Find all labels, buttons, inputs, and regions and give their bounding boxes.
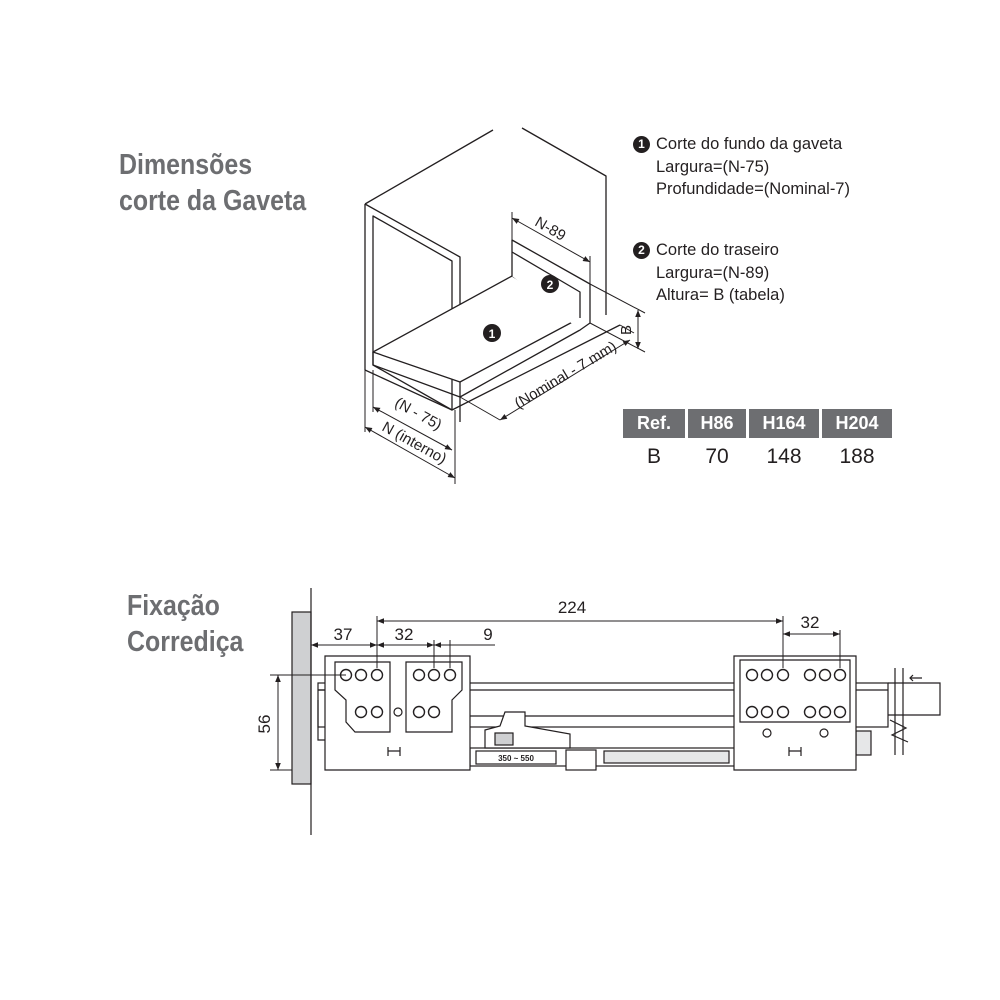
screw-hole	[427, 668, 441, 682]
dim-label-56: 56	[255, 715, 274, 734]
table-header: Ref.	[623, 409, 685, 438]
screw-hole	[427, 705, 441, 719]
mount-hole	[393, 707, 403, 717]
lock-block	[565, 749, 597, 771]
table-cell: 188	[839, 445, 875, 468]
dim-label-nominal: (Nominal - 7 mm)	[512, 338, 620, 412]
cabinet-top-right-edge	[521, 127, 607, 315]
cabinet-top-left-edge	[364, 129, 494, 205]
mounting-holes	[339, 668, 847, 719]
screw-hole	[745, 705, 759, 719]
screw-hole	[760, 668, 774, 682]
drawing-dimensions	[364, 212, 646, 484]
dim-label-9: 9	[483, 625, 492, 644]
screw-hole	[443, 668, 457, 682]
screw-hole	[370, 668, 384, 682]
screw-hole	[818, 668, 832, 682]
note-line: Largura=(N-75)	[656, 157, 770, 176]
table-cell: B	[646, 445, 661, 468]
screw-hole	[803, 705, 817, 719]
note-line: Profundidade=(Nominal-7)	[656, 180, 850, 198]
note-line: Altura= B (tabela)	[656, 286, 785, 304]
table-header: H204	[822, 409, 892, 438]
dim-label-32a: 32	[395, 625, 414, 644]
lower-track-insert	[603, 750, 730, 764]
screw-hole	[412, 668, 426, 682]
height-reference-table: Ref. H86 H164 H204 B 70 148 188	[620, 409, 895, 474]
title-line: Dimensões	[119, 149, 253, 181]
dim-label-224: 224	[558, 598, 586, 617]
bracket-left-tab	[317, 689, 325, 741]
logo-mark-icon	[387, 747, 401, 756]
screw-hole	[370, 705, 384, 719]
screw-hole	[818, 705, 832, 719]
dim-label-b: B	[618, 325, 635, 335]
screw-hole	[760, 705, 774, 719]
nominal-dim-line	[499, 339, 631, 421]
mechanism-part	[494, 732, 514, 746]
screw-hole	[354, 668, 368, 682]
nominal-ext	[459, 396, 501, 421]
drawer-back-edge	[511, 251, 581, 318]
marker-2-label: 2	[547, 278, 554, 292]
table-header: H86	[688, 409, 746, 438]
table-header-row: Ref. H86 H164 H204	[623, 409, 892, 438]
screw-hole	[776, 668, 790, 682]
break-mark	[894, 668, 904, 755]
note-line: Largura=(N-89)	[656, 263, 770, 282]
cabinet-inner-panel	[372, 215, 453, 411]
n89-dim-line	[511, 217, 591, 263]
slide-size-label: 350 ~ 550	[498, 754, 534, 763]
drawing-markers: 1 2	[483, 275, 559, 342]
screw-hole	[412, 705, 426, 719]
drawer-front-plate	[291, 611, 312, 785]
break-mark-zigzag	[889, 719, 909, 743]
mount-hole	[819, 728, 829, 738]
marker-1-circle-icon	[483, 324, 501, 342]
note-line: Corte do traseiro	[656, 241, 779, 259]
dim-label-37: 37	[334, 625, 353, 644]
note-line: Corte do fundo da gaveta	[656, 135, 843, 153]
table-row: B 70 148 188	[623, 438, 892, 474]
logo-mark-icon	[788, 747, 802, 756]
section-title-dimensions: Dimensões corte da Gaveta	[119, 148, 306, 219]
screw-hole	[354, 705, 368, 719]
table-cell: 70	[705, 445, 729, 468]
screw-hole	[803, 668, 817, 682]
title-line: Corrediça	[127, 625, 244, 658]
nominal-ext-right	[619, 324, 635, 334]
marker-1-icon: 1	[633, 136, 650, 153]
screw-hole	[776, 705, 790, 719]
mount-hole	[762, 728, 772, 738]
drawer-cabinet-drawing	[364, 127, 621, 422]
title-line: corte da Gaveta	[119, 184, 307, 217]
marker-2-icon: 2	[633, 242, 650, 259]
section-title-fixation: Fixação Corrediça	[127, 589, 243, 660]
title-line: Fixação	[127, 590, 220, 622]
dim-label-32b: 32	[801, 613, 820, 632]
b-ext-top	[589, 283, 646, 314]
screw-hole	[833, 668, 847, 682]
rail-end-block	[855, 730, 872, 756]
rail-extension	[888, 682, 941, 716]
marker-2-circle-icon	[541, 275, 559, 293]
screw-hole	[745, 668, 759, 682]
small-arrow-icon	[909, 674, 922, 682]
marker-1-label: 1	[489, 327, 496, 341]
table-cell: 148	[766, 445, 802, 468]
table-header: H164	[749, 409, 819, 438]
screw-hole	[833, 705, 847, 719]
note-back-cut: 2 Corte do traseiro Largura=(N-89) Altura…	[633, 239, 785, 307]
slide-dimensions	[270, 612, 841, 771]
n-dim-line	[364, 426, 456, 479]
note-bottom-cut: 1 Corte do fundo da gaveta Largura=(N-75)…	[633, 133, 850, 201]
size-label-plate	[475, 750, 557, 765]
